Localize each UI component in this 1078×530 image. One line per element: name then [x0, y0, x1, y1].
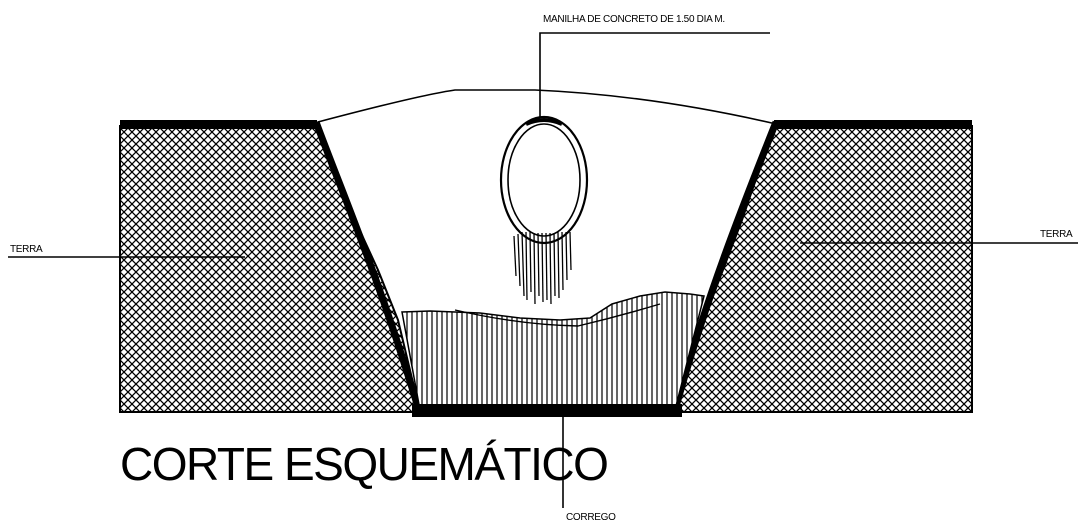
pipe-support-piles: [513, 231, 572, 305]
fill-lower-curve: [454, 303, 661, 327]
stream-water: [401, 291, 705, 411]
right-trench-wall: [670, 120, 780, 415]
pipe-label-leader: [539, 32, 770, 118]
drawing-title: CORTE ESQUEMÁTICO: [120, 438, 607, 490]
left-ground-surface: [120, 120, 317, 129]
fill-top-curve: [317, 89, 777, 125]
concrete-pipe-inner: [507, 123, 581, 237]
pipe-label: MANILHA DE CONCRETO DE 1.50 DIA M.: [543, 14, 725, 25]
pipe-top-band: [525, 118, 563, 126]
left-trench-wall: [312, 120, 424, 416]
stream-label: CORREGO: [566, 512, 616, 523]
right-ground-surface: [774, 120, 972, 129]
stream-bed: [412, 404, 682, 417]
concrete-pipe-outer: [499, 115, 589, 245]
right-earth-label: TERRA: [1040, 229, 1073, 240]
left-earth-label: TERRA: [10, 244, 43, 255]
